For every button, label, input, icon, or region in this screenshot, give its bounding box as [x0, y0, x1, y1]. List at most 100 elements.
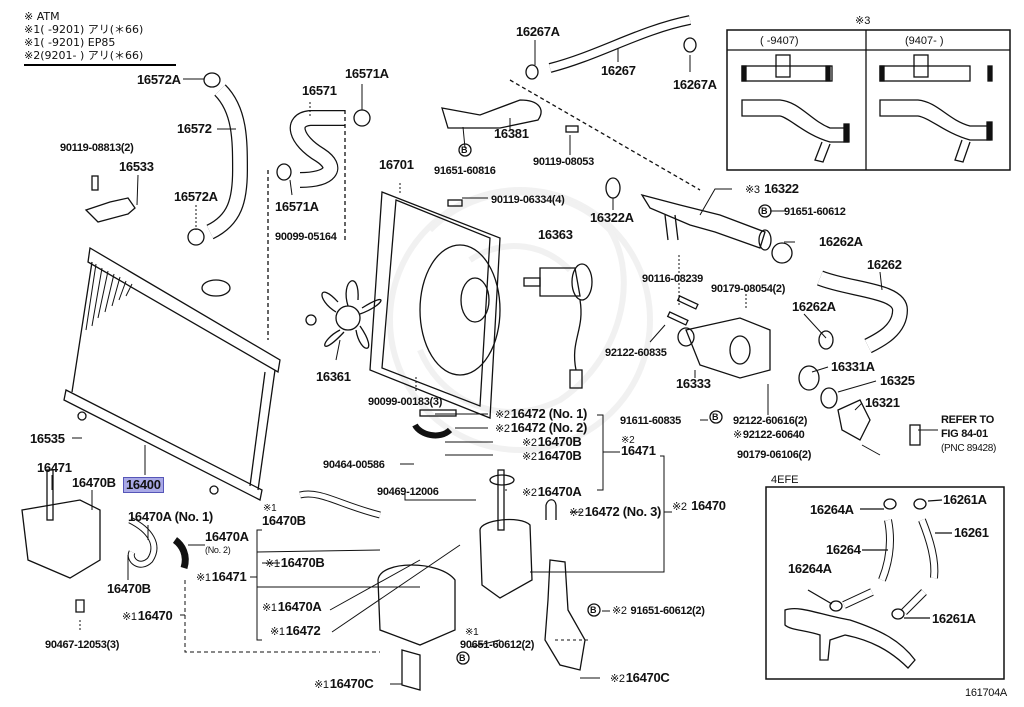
inset-column-header: (9407- ): [905, 35, 944, 47]
part-label[interactable]: 16471: [37, 460, 72, 475]
part-label[interactable]: 16470B: [262, 513, 306, 528]
part-label[interactable]: ※216470B: [522, 434, 582, 450]
legend-row: ※1( -9201) アリ(＊66): [24, 23, 144, 36]
inset-engine-title: 4EFE: [771, 474, 799, 486]
bolt-b-markers: [456, 143, 772, 665]
part-label[interactable]: ※116470: [122, 608, 173, 624]
part-label[interactable]: 16264A: [788, 561, 832, 576]
part-label[interactable]: 92122-60835: [605, 347, 667, 359]
part-label[interactable]: 16267: [601, 63, 636, 78]
bolt-b-letter: B: [461, 145, 468, 155]
radiator-drawing: [63, 246, 281, 501]
part-label[interactable]: 91611-60835: [620, 415, 681, 427]
part-label[interactable]: 90469-12006: [377, 486, 439, 498]
fan-blade-drawing: [321, 280, 382, 349]
legend-row: ※1( -9201) EP85: [24, 36, 116, 49]
part-label[interactable]: 90119-08813(2): [60, 142, 134, 154]
part-label[interactable]: 16572A: [137, 72, 181, 87]
inset-box-4efe: [765, 486, 1005, 680]
part-label[interactable]: ※216472 (No. 2): [495, 420, 588, 436]
part-label[interactable]: 16333: [676, 376, 711, 391]
part-label-highlighted[interactable]: 16400: [123, 477, 164, 493]
inset-box-variant: [726, 29, 1011, 171]
part-label[interactable]: 90099-05164: [275, 231, 337, 243]
part-label[interactable]: 16267A: [673, 77, 717, 92]
part-label[interactable]: 91651-60612: [784, 206, 846, 218]
part-label[interactable]: 16264A: [810, 502, 854, 517]
part-label[interactable]: 16471: [621, 443, 656, 458]
figure-id: 161704A: [965, 687, 1007, 699]
part-label[interactable]: 16571: [302, 83, 337, 98]
legend-row: ※ ATM: [24, 10, 60, 23]
part-label[interactable]: 90119-06334(4): [491, 194, 565, 206]
part-label[interactable]: 16267A: [516, 24, 560, 39]
part-label[interactable]: 90179-08054(2): [711, 283, 786, 295]
part-label[interactable]: 16321: [865, 395, 900, 410]
refer-note-line[interactable]: FIG 84-01: [941, 428, 988, 440]
part-label[interactable]: 16262A: [792, 299, 836, 314]
part-label[interactable]: 16535: [30, 431, 65, 446]
part-label[interactable]: 16470A (No. 1): [128, 509, 213, 524]
inset-column-header: ( -9407): [760, 35, 799, 47]
part-mark: ※2: [621, 435, 635, 446]
part-label[interactable]: 16470A: [205, 529, 249, 544]
part-label[interactable]: 16701: [379, 157, 414, 172]
part-label[interactable]: 16572A: [174, 189, 218, 204]
part-label[interactable]: 90464-00586: [323, 459, 385, 471]
part-label[interactable]: ※216470A: [522, 484, 582, 500]
part-label[interactable]: ※116470B: [265, 555, 325, 571]
bolt-b-letter: B: [712, 412, 719, 422]
part-label[interactable]: 16264: [826, 542, 861, 557]
part-label[interactable]: ※2 16470: [672, 498, 726, 514]
part-label[interactable]: 16363: [538, 227, 573, 242]
part-note: (No. 2): [205, 545, 231, 555]
part-label[interactable]: 16322A: [590, 210, 634, 225]
part-label[interactable]: 16381: [494, 126, 529, 141]
part-label[interactable]: 16572: [177, 121, 212, 136]
legend-row: ※2(9201- ) アリ(＊66): [24, 49, 144, 62]
part-label[interactable]: ※116470A: [262, 599, 322, 615]
part-label[interactable]: ※92122-60640: [733, 429, 805, 441]
part-label[interactable]: 90179-06106(2): [737, 449, 812, 461]
part-label[interactable]: 16331A: [831, 359, 875, 374]
part-label[interactable]: 90116-08239: [642, 273, 703, 285]
leader-lines: [51, 40, 938, 685]
part-label[interactable]: ※116472: [270, 623, 321, 639]
part-label[interactable]: ※216472 (No. 3): [569, 504, 662, 520]
part-label[interactable]: 92122-60616(2): [733, 415, 808, 427]
part-label[interactable]: ※116471: [196, 569, 247, 585]
bolt-b-letter: B: [590, 605, 597, 615]
part-label[interactable]: 16261: [954, 525, 989, 540]
part-label[interactable]: 16571A: [275, 199, 319, 214]
part-label[interactable]: 16361: [316, 369, 351, 384]
reservoir-tank-drawing: [21, 469, 586, 691]
part-label[interactable]: 16571A: [345, 66, 389, 81]
part-label[interactable]: ※216472 (No. 1): [495, 406, 588, 422]
part-label[interactable]: 90119-08053: [533, 156, 594, 168]
part-label[interactable]: 90467-12053(3): [45, 639, 120, 651]
part-label[interactable]: 16261A: [932, 611, 976, 626]
refer-note-line[interactable]: REFER TO: [941, 414, 995, 426]
part-label[interactable]: 16261A: [943, 492, 987, 507]
part-label[interactable]: 16325: [880, 373, 915, 388]
part-label[interactable]: ※3 16322: [745, 181, 799, 197]
part-label[interactable]: 16262: [867, 257, 902, 272]
part-label[interactable]: 16470B: [72, 475, 116, 490]
watermark-emblem: [387, 187, 653, 453]
water-pipe-drawing: [640, 193, 772, 251]
part-label[interactable]: ※2 91651-60612(2): [612, 605, 705, 617]
part-label[interactable]: 16470B: [107, 581, 151, 596]
part-label[interactable]: ※116470C: [314, 676, 374, 692]
bolt-b-letter: B: [459, 653, 466, 663]
part-label[interactable]: 90651-60612(2): [460, 639, 535, 651]
water-outlet-drawing: [677, 317, 771, 379]
part-label[interactable]: 16533: [119, 159, 154, 174]
part-label[interactable]: 90099-00183(3): [368, 396, 443, 408]
part-label[interactable]: 91651-60816: [434, 165, 496, 177]
part-label[interactable]: ※216470B: [522, 448, 582, 464]
fan-shroud-drawing: [369, 191, 501, 419]
part-label[interactable]: 16262A: [819, 234, 863, 249]
part-label[interactable]: ※216470C: [610, 670, 670, 686]
